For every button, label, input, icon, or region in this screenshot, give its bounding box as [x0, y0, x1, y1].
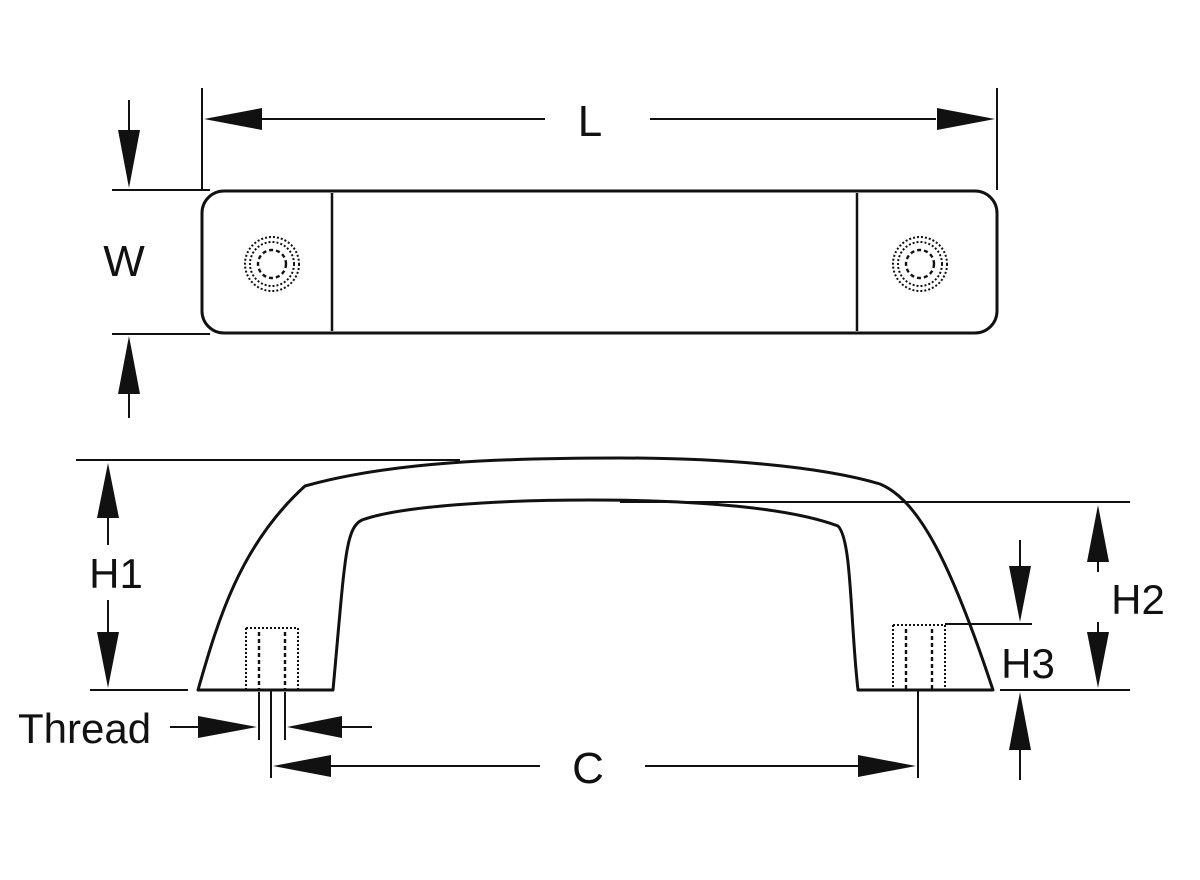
length-label: L	[578, 97, 602, 146]
height1-arrow-up	[97, 463, 119, 518]
centers-dimension: C	[270, 690, 919, 793]
left-thread-insert-icon	[245, 627, 299, 689]
height1-label: H1	[89, 550, 143, 597]
width-arrow-up	[118, 336, 140, 394]
height2-dimension: H2	[620, 501, 1165, 691]
height2-arrow-down	[1087, 632, 1109, 688]
height3-dimension: H3	[945, 540, 1055, 780]
width-dimension: W	[103, 100, 210, 418]
height3-arrow-up	[1009, 692, 1031, 750]
length-arrow-left	[204, 108, 262, 130]
width-label: W	[103, 237, 145, 286]
top-view: L W	[103, 88, 999, 418]
height3-arrow-down	[1009, 566, 1031, 622]
height2-label: H2	[1111, 576, 1165, 623]
centers-arrow-left	[273, 755, 331, 777]
length-dimension: L	[201, 88, 998, 190]
height3-label: H3	[1001, 640, 1055, 687]
centers-label: C	[572, 744, 604, 793]
centers-arrow-right	[858, 755, 916, 777]
length-arrow-right	[937, 108, 995, 130]
thread-dimension: Thread	[18, 692, 372, 752]
height1-dimension: H1	[76, 459, 460, 691]
handle-side-outline	[196, 456, 995, 692]
height1-arrow-down	[97, 632, 119, 688]
right-thread-insert-icon	[892, 624, 946, 689]
left-mounting-hole-icon	[244, 236, 300, 292]
thread-label: Thread	[18, 705, 151, 752]
thread-arrow-right	[198, 716, 257, 738]
right-mounting-hole-icon	[892, 236, 948, 292]
side-view: H1 H2 H3 C	[18, 456, 1165, 793]
width-arrow-down	[118, 130, 140, 188]
handle-top-outline	[200, 189, 999, 335]
height2-arrow-up	[1087, 505, 1109, 562]
thread-arrow-left	[287, 716, 342, 738]
